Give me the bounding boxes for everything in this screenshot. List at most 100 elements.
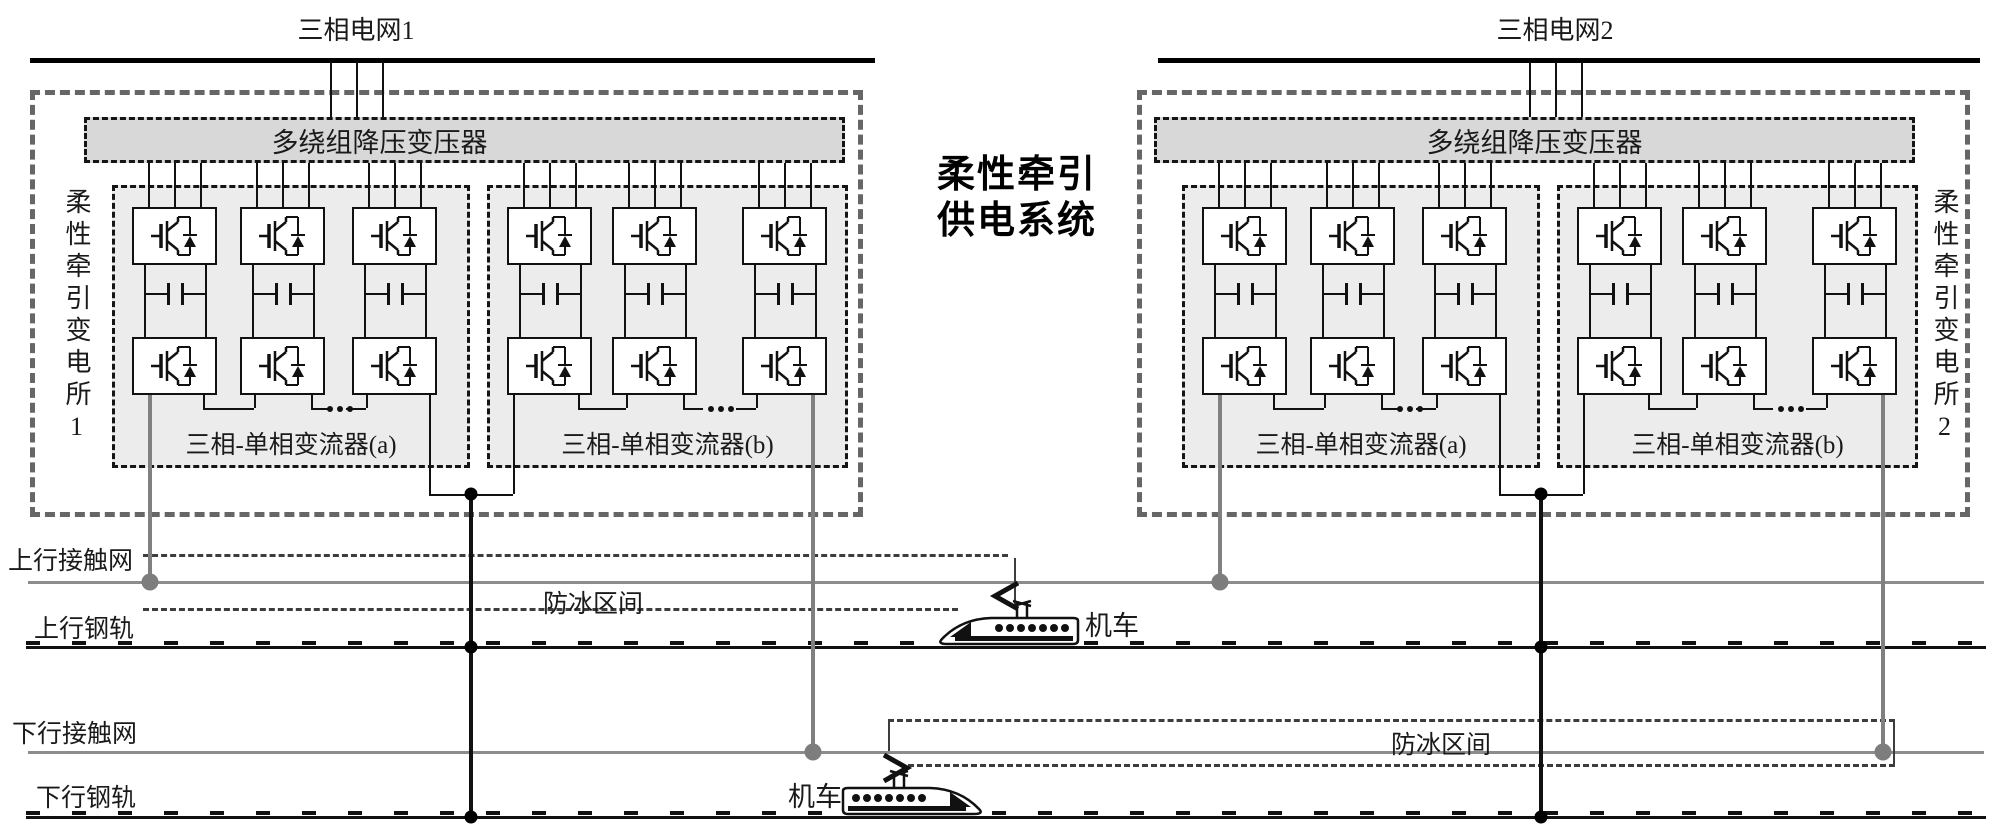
capacitor-icon (180, 283, 184, 305)
dc-link-line (685, 265, 687, 337)
dc-link-line (1275, 265, 1277, 337)
rail-return-line (1539, 494, 1543, 819)
series-link-line (683, 408, 703, 410)
igbt-with-diode-icon (1595, 216, 1642, 256)
train-up-label: 机车 (1085, 611, 1139, 641)
module-input-line (1724, 163, 1726, 207)
module-input-line (256, 163, 258, 207)
igbt-with-diode-icon (370, 216, 417, 256)
converter-a-label: 三相-单相变流器(a) (1255, 432, 1467, 459)
rail-return-stub (1583, 395, 1585, 494)
dc-link-line (519, 293, 543, 295)
igbt-module-bottom (742, 337, 827, 395)
igbt-module-bottom (352, 337, 437, 395)
module-input-line (394, 163, 396, 207)
capacitor-icon (555, 283, 559, 305)
igbt-with-diode-icon (258, 346, 305, 386)
anti-ice-down-label: 防冰区间 (1391, 732, 1492, 759)
dc-link-line (364, 293, 388, 295)
series-link-line (346, 408, 366, 410)
capacitor-icon (1611, 283, 1615, 305)
igbt-module-top (612, 207, 697, 265)
wire-vertical (1273, 395, 1275, 408)
converter-a-label: 三相-单相变流器(a) (185, 432, 397, 459)
series-link-line (311, 408, 331, 410)
transformer-box: 多绕组降压变压器 (1154, 117, 1915, 163)
capacitor-icon (660, 283, 664, 305)
dc-link-line (754, 293, 778, 295)
transformer-label: 多绕组降压变压器 (1426, 127, 1643, 158)
dc-link-line (1359, 293, 1383, 295)
dc-link-line (519, 265, 521, 337)
capacitor-icon (400, 283, 404, 305)
anti-ice-up-dashed-top (143, 554, 1008, 557)
anti-ice-down-dashed-bottom (908, 764, 1895, 767)
igbt-with-diode-icon (1328, 346, 1375, 386)
module-input-line (148, 163, 150, 207)
rail-return-stub (513, 395, 515, 494)
igbt-module-bottom (1812, 337, 1897, 395)
igbt-module-top (132, 207, 217, 265)
capacitor-icon (1846, 283, 1850, 305)
igbt-with-diode-icon (1220, 346, 1267, 386)
capacitor-icon (288, 283, 292, 305)
dc-link-line (425, 265, 427, 337)
grid-drop-line (356, 62, 358, 117)
rail-return-dot (464, 810, 478, 824)
igbt-module-top (1422, 207, 1507, 265)
ellipsis-dots (1777, 406, 1804, 412)
down-catenary-line (28, 751, 1984, 754)
converter-b-label: 三相-单相变流器(b) (561, 432, 774, 459)
module-input-line (1378, 163, 1380, 207)
wire-vertical (1696, 395, 1698, 408)
capacitor-icon (274, 283, 278, 305)
igbt-with-diode-icon (258, 216, 305, 256)
anti-ice-down-end-tick (1893, 719, 1895, 766)
dc-link-line (624, 265, 626, 337)
dc-link-line (289, 293, 313, 295)
rail-return-stub (429, 395, 431, 494)
capacitor-icon (1250, 283, 1254, 305)
igbt-module-bottom (612, 337, 697, 395)
transformer-box: 多绕组降压变压器 (84, 117, 845, 163)
dc-link-line (556, 293, 580, 295)
module-input-line (282, 163, 284, 207)
module-input-line (200, 163, 202, 207)
module-input-line (1645, 163, 1647, 207)
dc-link-line (1471, 293, 1495, 295)
dc-link-line (815, 265, 817, 337)
series-link-line (1273, 408, 1324, 410)
igbt-module-top (240, 207, 325, 265)
capacitor-icon (166, 283, 170, 305)
igbt-module-bottom (1577, 337, 1662, 395)
anti-ice-up-label: 防冰区间 (543, 591, 644, 618)
module-input-line (680, 163, 682, 207)
grid2-bus-line (1158, 58, 1980, 63)
igbt-with-diode-icon (525, 346, 572, 386)
substation-box (30, 90, 863, 517)
igbt-module-top (1577, 207, 1662, 265)
igbt-with-diode-icon (150, 346, 197, 386)
igbt-module-bottom (1202, 337, 1287, 395)
capacitor-icon (1470, 283, 1474, 305)
title-line-1: 柔性牵引 (936, 154, 1098, 196)
wire-vertical (1381, 395, 1383, 408)
igbt-module-top (1682, 207, 1767, 265)
module-input-line (1244, 163, 1246, 207)
page-title: 柔性牵引 供电系统 (937, 152, 1097, 244)
igbt-module-bottom (507, 337, 592, 395)
module-input-line (308, 163, 310, 207)
train-down-label: 机车 (788, 782, 842, 812)
grid-drop-line (330, 62, 332, 117)
series-link-line (1648, 408, 1696, 410)
module-input-line (1854, 163, 1856, 207)
up-rail-label: 上行钢轨 (34, 616, 135, 643)
igbt-with-diode-icon (1440, 216, 1487, 256)
anti-ice-down-dashed-top (888, 719, 1895, 722)
ellipsis-dots (326, 406, 353, 412)
title-line-2: 供电系统 (936, 200, 1098, 242)
capacitor-icon (790, 283, 794, 305)
wire-vertical (366, 395, 368, 408)
wire-vertical (578, 395, 580, 408)
